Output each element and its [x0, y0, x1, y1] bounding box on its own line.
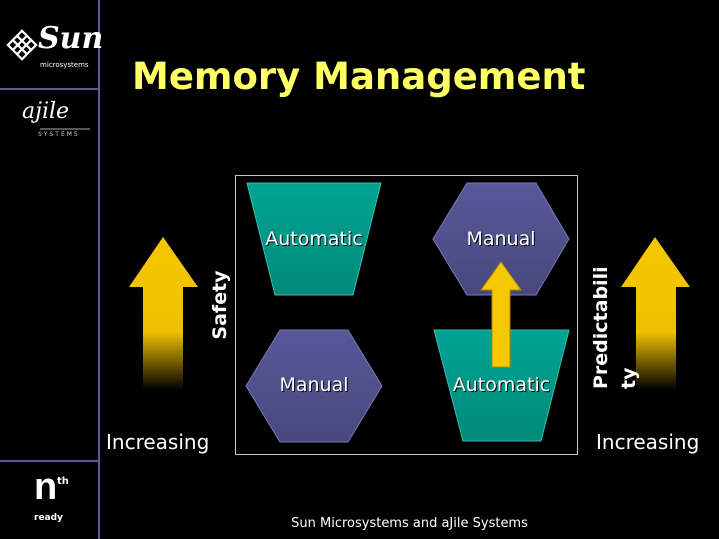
manual-label-right: Manual [466, 228, 536, 250]
automatic-trapezoid-right [433, 329, 570, 442]
manual-label-left: Manual [279, 374, 349, 396]
up-arrow-right-icon [621, 237, 690, 390]
automatic-trapezoid-left [246, 182, 382, 296]
automatic-label-right: Automatic [452, 374, 551, 396]
safety-axis-label: Safety [209, 270, 231, 340]
predictability-axis-label: Predictabili ty [587, 239, 643, 389]
increasing-label-right: Increasing [596, 430, 700, 454]
sun-logo-icon [6, 29, 38, 61]
sun-logo-sub: microsystems [40, 61, 89, 69]
page-title: Memory Management [132, 55, 586, 98]
manual-hexagon-right [432, 182, 570, 296]
automatic-label-left: Automatic [265, 228, 363, 250]
predictability-line2: ty [618, 367, 640, 389]
sun-logo-text: Sun [38, 21, 104, 56]
footer-text: Sun Microsystems and aJile Systems [291, 516, 528, 531]
ajile-logo-sub: SYSTEMS [38, 131, 80, 138]
manual-hexagon-left [245, 329, 383, 443]
nth-logo-n: n [34, 466, 58, 508]
up-arrow-left-icon [129, 237, 198, 390]
nth-logo-sub: ready [34, 513, 63, 523]
ajile-logo-text: ajile [22, 99, 70, 124]
up-arrow-center-icon [480, 261, 522, 368]
nth-logo-sup: th [57, 476, 69, 487]
diagram-frame [235, 175, 578, 455]
predictability-line1: Predictabili [590, 266, 612, 389]
increasing-label-left: Increasing [106, 430, 210, 454]
